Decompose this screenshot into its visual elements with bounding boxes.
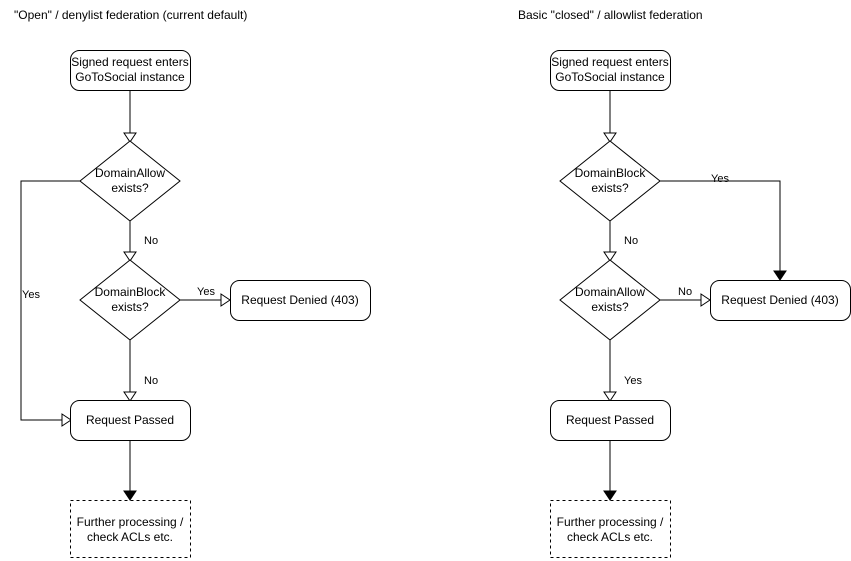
decision1-label-line2: exists? (111, 181, 149, 195)
edge-decision1-yes-left: Yes (20, 180, 80, 427)
decision1-label-line2: exists? (591, 181, 629, 195)
arrowhead-filled-icon (773, 270, 787, 281)
node-request-passed-left[interactable]: Request Passed (70, 400, 191, 441)
decision2-label-line1: DomainAllow (575, 285, 645, 299)
edge-passed-to-further-left (123, 441, 137, 501)
node-request-denied-right[interactable]: Request Denied (403) (710, 280, 851, 321)
arrowhead-open-icon (603, 391, 617, 402)
edge-label-decision1-yes: Yes (711, 173, 729, 185)
edge-label-decision1-yes: Yes (22, 289, 40, 301)
entry-label-line2: GoToSocial instance (555, 70, 665, 84)
entry-label-line1: Signed request enters (551, 55, 668, 69)
decision2-label-line2: exists? (111, 300, 149, 314)
edge-label-decision2-no: No (678, 286, 692, 298)
edge-decision2-no-left: No (123, 340, 158, 402)
edge-decision2-yes-right: Yes (603, 340, 642, 402)
further-label-line2: check ACLs etc. (87, 530, 173, 544)
column-closed-allowlist: Basic "closed" / allowlist federation Si… (518, 8, 851, 558)
node-further-processing-left[interactable]: Further processing / check ACLs etc. (70, 500, 191, 558)
node-further-processing-right[interactable]: Further processing / check ACLs etc. (550, 500, 671, 558)
arrowhead-open-icon (61, 413, 72, 427)
further-box-shape (70, 500, 191, 558)
node-request-passed-right[interactable]: Request Passed (550, 400, 671, 441)
edge-label-decision2-no: No (144, 375, 158, 387)
passed-label: Request Passed (566, 413, 654, 427)
arrowhead-open-icon (123, 132, 137, 143)
passed-box-shape (70, 400, 191, 441)
arrowhead-filled-icon (603, 490, 617, 501)
decision2-label-line1: DomainBlock (95, 285, 167, 299)
column-title-open-denylist: "Open" / denylist federation (current de… (14, 8, 247, 22)
arrowhead-open-icon (603, 132, 617, 143)
column-title-closed-allowlist: Basic "closed" / allowlist federation (518, 8, 703, 22)
node-decision-domainallow-left[interactable]: DomainAllow exists? (79, 140, 181, 222)
denied-label: Request Denied (403) (241, 293, 358, 307)
arrowhead-filled-icon (123, 490, 137, 501)
edge-decision2-no-right: No (660, 286, 711, 307)
passed-label: Request Passed (86, 413, 174, 427)
further-label-line1: Further processing / (557, 515, 664, 529)
arrowhead-open-icon (123, 391, 137, 402)
column-open-denylist: "Open" / denylist federation (current de… (14, 8, 371, 558)
decision2-label-line2: exists? (591, 300, 629, 314)
arrowhead-open-icon (123, 251, 137, 262)
further-label-line2: check ACLs etc. (567, 530, 653, 544)
entry-label-line1: Signed request enters (71, 55, 188, 69)
edge-decision1-yes-right: Yes (660, 173, 787, 281)
edge-label-decision1-no: No (624, 235, 638, 247)
further-label-line1: Further processing / (77, 515, 184, 529)
edge-label-decision2-yes: Yes (197, 286, 215, 298)
edge-entry-to-decision1-left (123, 90, 137, 143)
arrowhead-open-icon (220, 293, 231, 307)
node-decision-domainblock-left[interactable]: DomainBlock exists? (79, 259, 181, 341)
arrowhead-open-icon (603, 251, 617, 262)
node-entry-right[interactable]: Signed request enters GoToSocial instanc… (550, 50, 671, 91)
entry-label-line2: GoToSocial instance (75, 70, 185, 84)
edge-label-decision1-no: No (144, 235, 158, 247)
decision1-label-line1: DomainBlock (575, 166, 647, 180)
edge-decision2-yes-left: Yes (180, 286, 231, 307)
node-decision-domainblock-right[interactable]: DomainBlock exists? (559, 140, 661, 222)
node-request-denied-left[interactable]: Request Denied (403) (230, 280, 371, 321)
node-decision-domainallow-right[interactable]: DomainAllow exists? (559, 259, 661, 341)
edge-passed-to-further-right (603, 441, 617, 501)
denied-box-shape (230, 280, 371, 321)
edge-entry-to-decision1-right (603, 90, 617, 143)
edge-decision1-no-right: No (603, 221, 638, 262)
edge-label-decision2-yes: Yes (624, 375, 642, 387)
denied-label: Request Denied (403) (721, 293, 838, 307)
passed-box-shape (550, 400, 671, 441)
decision1-label-line1: DomainAllow (95, 166, 165, 180)
arrowhead-open-icon (700, 293, 711, 307)
node-entry-left[interactable]: Signed request enters GoToSocial instanc… (70, 50, 191, 91)
further-box-shape (550, 500, 671, 558)
edge-decision1-no-left: No (123, 221, 158, 262)
